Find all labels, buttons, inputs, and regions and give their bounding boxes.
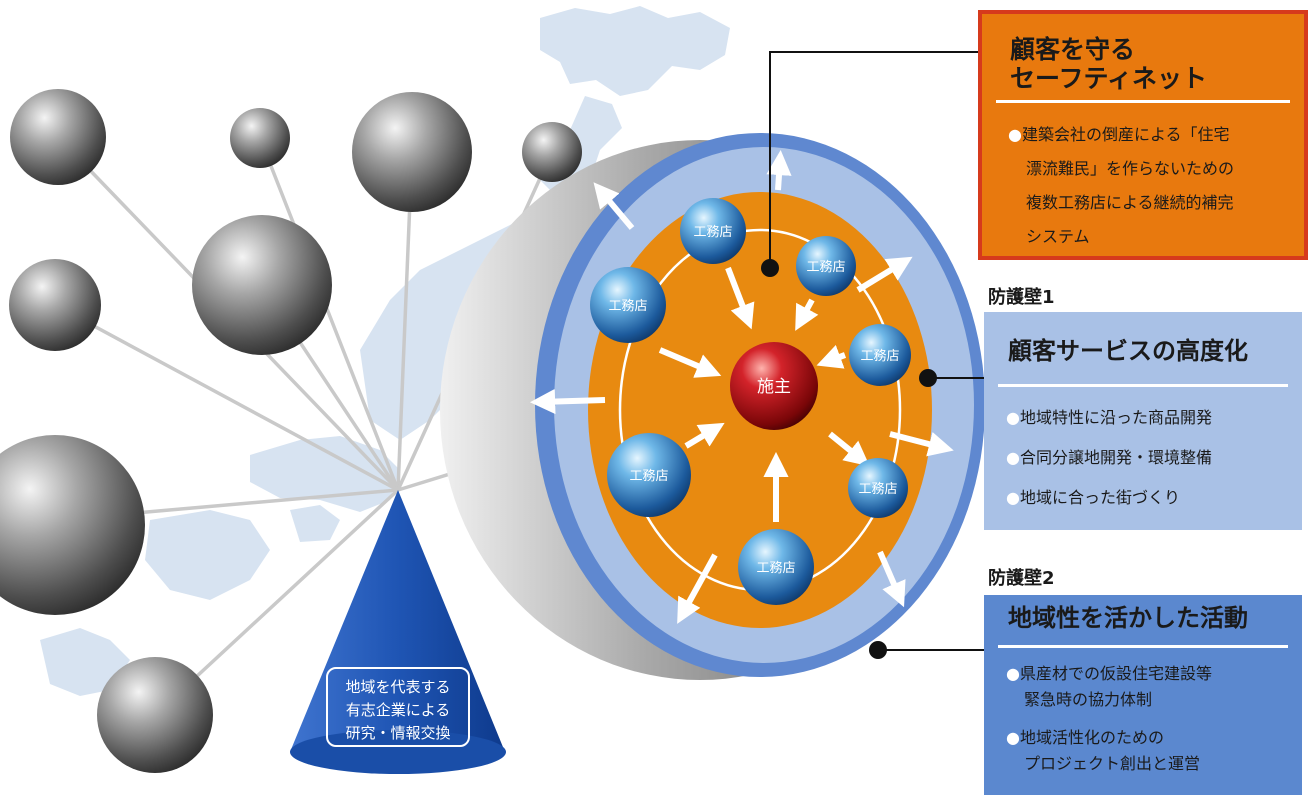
service-title: 顧客サービスの高度化 xyxy=(1008,337,1248,365)
safety-text-line: 複数工務店による継続的補完 xyxy=(1026,193,1234,212)
arrows xyxy=(529,149,954,624)
local-item-line: 緊急時の協力体制 xyxy=(1024,690,1153,709)
spacer xyxy=(1006,713,1212,725)
bullet-icon: ● xyxy=(1008,125,1022,144)
safety-text-line: ●建築会社の倒産による「住宅 xyxy=(1008,118,1234,152)
safety-text-line: システム xyxy=(1026,227,1090,246)
bullet-icon: ● xyxy=(1006,448,1020,467)
member-spheres xyxy=(0,89,582,773)
local-item-text: 県産材での仮設住宅建設等 xyxy=(1019,664,1212,683)
divider xyxy=(998,384,1288,387)
bullet-icon: ● xyxy=(1006,728,1020,747)
cone-label-frame xyxy=(326,667,470,747)
service-list: ●地域特性に沿った商品開発 ●合同分譲地開発・環境整備 ●地域に合った街づくり xyxy=(1006,398,1212,518)
service-item: ●地域特性に沿った商品開発 xyxy=(1006,398,1212,438)
sphere-node xyxy=(192,215,332,355)
service-item-text: 合同分譲地開発・環境整備 xyxy=(1019,448,1212,467)
leader-dot xyxy=(869,641,887,659)
builder-label: 工務店 xyxy=(756,561,795,576)
builder-sphere xyxy=(848,458,908,518)
wall-2-label: 防護壁2 xyxy=(988,568,1055,589)
cone-label-line: 研究・情報交換 xyxy=(345,724,450,742)
safety-net-box: 顧客を守る セーフティネット ●建築会社の倒産による「住宅 漂流難民」を作らない… xyxy=(978,10,1308,260)
local-item-line: プロジェクト創出と運営 xyxy=(1024,754,1201,773)
wall-1-label: 防護壁1 xyxy=(988,287,1055,308)
builder-sphere xyxy=(680,198,746,264)
builder-sphere xyxy=(796,236,856,296)
client-label: 施主 xyxy=(757,377,791,397)
sphere-node xyxy=(230,108,290,168)
leader-dot xyxy=(761,259,779,277)
safety-net-title: 顧客を守る セーフティネット xyxy=(1010,35,1208,94)
builder-sphere xyxy=(590,267,666,343)
local-item-line: ●県産材での仮設住宅建設等 xyxy=(1006,661,1212,687)
sphere-node xyxy=(10,89,106,185)
cone-label-line: 地域を代表する xyxy=(345,678,450,696)
leader-lines xyxy=(769,51,984,651)
sphere-node xyxy=(97,657,213,773)
local-title: 地域性を活かした活動 xyxy=(1008,604,1248,632)
divider xyxy=(998,645,1288,648)
client-sphere xyxy=(730,342,818,430)
service-box: 顧客サービスの高度化 ●地域特性に沿った商品開発 ●合同分譲地開発・環境整備 ●… xyxy=(984,312,1302,530)
service-item-text: 地域に合った街づくり xyxy=(1019,488,1180,507)
local-item-text: 地域活性化のための xyxy=(1019,728,1164,747)
local-item-line: ●地域活性化のための xyxy=(1006,725,1212,751)
safety-net-text: ●建築会社の倒産による「住宅 漂流難民」を作らないための 複数工務店による継続的… xyxy=(1008,118,1234,254)
safety-title-line: セーフティネット xyxy=(1010,63,1208,93)
builders: 工務店 工務店 工務店 工務店 工務店 工務店 工務店 xyxy=(590,198,911,605)
research-cone: 地域を代表する 有志企業による 研究・情報交換 xyxy=(290,490,506,774)
builder-sphere xyxy=(607,433,691,517)
safety-text-line: 漂流難民」を作らないための xyxy=(1026,159,1235,178)
sphere-node xyxy=(522,122,582,182)
sphere-node xyxy=(0,435,145,615)
safety-text-segment: 建築会社の倒産による「住宅 xyxy=(1021,125,1230,144)
bullet-icon: ● xyxy=(1006,488,1020,507)
builder-sphere xyxy=(738,529,814,605)
leader-dot xyxy=(919,369,937,387)
client-node: 施主 xyxy=(730,342,818,430)
cone-label-line: 有志企業による xyxy=(346,701,451,719)
builder-sphere xyxy=(849,324,911,386)
builder-label: 工務店 xyxy=(693,225,732,240)
builder-label: 工務店 xyxy=(860,349,899,364)
service-item-text: 地域特性に沿った商品開発 xyxy=(1019,408,1212,427)
local-activity-box: 地域性を活かした活動 ●県産材での仮設住宅建設等 緊急時の協力体制 ●地域活性化… xyxy=(984,595,1302,795)
bullet-icon: ● xyxy=(1006,664,1020,683)
local-list: ●県産材での仮設住宅建設等 緊急時の協力体制 ●地域活性化のための プロジェクト… xyxy=(1006,661,1212,777)
divider xyxy=(996,100,1290,103)
builder-label: 工務店 xyxy=(608,299,647,314)
builder-label: 工務店 xyxy=(629,469,668,484)
sphere-node xyxy=(352,92,472,212)
service-item: ●合同分譲地開発・環境整備 xyxy=(1006,438,1212,478)
service-item: ●地域に合った街づくり xyxy=(1006,478,1212,518)
builder-label: 工務店 xyxy=(858,482,897,497)
sphere-node xyxy=(9,259,101,351)
builder-label: 工務店 xyxy=(806,260,845,275)
safety-title-line: 顧客を守る xyxy=(1010,35,1136,64)
bullet-icon: ● xyxy=(1006,408,1020,427)
